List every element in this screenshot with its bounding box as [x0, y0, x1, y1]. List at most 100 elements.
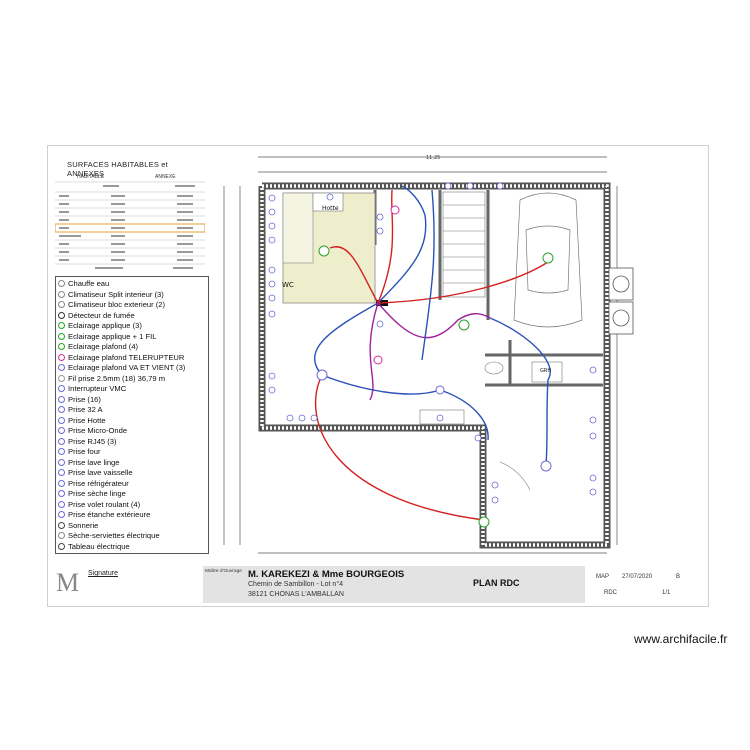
- outlet-32a-icon: [58, 406, 65, 413]
- legend-item: Eclairage applique (3): [58, 321, 206, 331]
- address-line-2: 38121 CHONAS L'AMBALLAN: [248, 591, 344, 598]
- legend-item-label: Prise 32 A: [68, 405, 103, 414]
- legend-item: Interrupteur VMC: [58, 384, 206, 394]
- legend-item: Tableau électrique: [58, 542, 206, 552]
- legend-item-label: Prise (16): [68, 394, 101, 404]
- level: RDC: [604, 590, 617, 596]
- outlets: [268, 182, 597, 504]
- smoke-detector-icon: [58, 311, 65, 319]
- car-outline: [513, 192, 583, 328]
- legend-item-label: Climatiseur Split interieur (3): [68, 289, 164, 299]
- electrical-panel-icon: [58, 542, 65, 550]
- ceiling-light-two-way-icon: [58, 364, 65, 371]
- wall-light-1-wire-icon: [58, 332, 65, 340]
- legend-item: Prise lave linge: [58, 458, 206, 468]
- legend-item-label: Prise étanche extérieure: [68, 510, 151, 519]
- legend-item: Prise réfrigérateur: [58, 479, 206, 489]
- legend-item: Détecteur de fumée: [58, 311, 206, 321]
- legend-item: Climatiseur Split interieur (3): [58, 290, 206, 300]
- legend-item-label: Prise sèche linge: [68, 489, 126, 498]
- room-label-wc: WC: [282, 281, 294, 289]
- staircase: [442, 191, 486, 298]
- legend-item: Prise sèche linge: [58, 489, 206, 499]
- outlet-washer-icon: [58, 458, 65, 466]
- outlet-rj45-icon: [58, 437, 65, 445]
- dimension-lines: [223, 156, 618, 554]
- legend-item: Climatiseur bloc exterieur (2): [58, 300, 206, 310]
- bell-icon: [58, 521, 65, 529]
- legend-item: Eclairage plafond TELERUPTEUR: [58, 353, 206, 363]
- legend-item-label: Prise four: [68, 447, 101, 456]
- surfaces-col-habitable: HABITABLE: [77, 174, 105, 180]
- outlet-shutter-icon: [58, 500, 65, 508]
- surfaces-col-annexe: ANNEXE: [155, 174, 176, 180]
- legend-item-label: Prise réfrigérateur: [68, 478, 129, 488]
- outlet-outdoor-icon: [58, 511, 65, 518]
- legend-item-label: Eclairage plafond VA ET VIENT (3): [68, 363, 186, 372]
- ceiling-light-icon: [58, 343, 65, 350]
- legend-item: Prise lave vaisselle: [58, 468, 206, 478]
- legend-item: Fil prise 2.5mm (18) 36,79 m: [58, 374, 206, 384]
- date: 27/07/2020: [622, 574, 653, 580]
- interior-walls: [373, 190, 603, 387]
- legend-item-label: Interrupteur VMC: [68, 384, 127, 393]
- outlet-microwave-icon: [58, 427, 65, 434]
- legend-item: Sèche-serviettes électrique: [58, 531, 206, 541]
- room-label-hotte: Hotte: [322, 205, 339, 212]
- legend-item: Prise (16): [58, 395, 206, 405]
- towel-dryer-icon: [58, 532, 65, 539]
- outlet-fridge-icon: [58, 479, 65, 487]
- legend-item-label: Chauffe eau: [68, 279, 110, 288]
- owner-name: M. KAREKEZI & Mme BOURGEOIS: [248, 569, 405, 580]
- relay-lights: [373, 205, 400, 365]
- legend-item-label: Fil prise 2.5mm (18) 36,79 m: [68, 373, 166, 383]
- page-number: 1/1: [662, 590, 671, 596]
- dimension-top: 11,25: [426, 155, 440, 161]
- legend-item-label: Eclairage applique (3): [68, 321, 142, 330]
- legend-item-label: Eclairage plafond TELERUPTEUR: [68, 352, 185, 362]
- wall-light-icon: [58, 322, 65, 329]
- outlet-icon: [58, 395, 65, 403]
- legend-item-label: Sèche-serviettes électrique: [68, 531, 160, 540]
- legend-item-label: Prise RJ45 (3): [68, 436, 117, 446]
- plan-title: PLAN RDC: [473, 578, 520, 588]
- revision: B: [676, 574, 681, 580]
- watermark[interactable]: www.archifacile.fr: [634, 632, 728, 646]
- outlet-oven-icon: [58, 448, 65, 455]
- title-block-meta: MAP 27/07/2020 B RDC 1/1: [588, 566, 706, 603]
- outlet-dryer-icon: [58, 490, 65, 497]
- legend-item: Eclairage plafond (4): [58, 342, 206, 352]
- surfaces-rows-grid: [55, 181, 205, 269]
- legend-item-label: Prise volet roulant (4): [68, 499, 141, 509]
- bathroom-fixtures: [419, 361, 563, 491]
- split-ac-indoor-icon: [58, 290, 65, 298]
- legend-item: Prise RJ45 (3): [58, 437, 206, 447]
- legend-item-label: Eclairage plafond (4): [68, 342, 139, 351]
- legend-item-label: Prise lave linge: [68, 457, 120, 467]
- legend-item-label: Prise Micro-Onde: [68, 426, 128, 435]
- legend-item: Eclairage applique + 1 FIL: [58, 332, 206, 342]
- ac-outdoor-units: [608, 267, 634, 335]
- wire-icon: [58, 374, 65, 382]
- legend-item-label: Climatiseur bloc exterieur (2): [68, 300, 166, 309]
- legend-item-label: Sonnerie: [68, 520, 99, 530]
- legend-item-label: Prise lave vaisselle: [68, 468, 133, 477]
- legend-item: Chauffe eau: [58, 279, 206, 289]
- legend-item-label: Eclairage applique + 1 FIL: [68, 331, 157, 341]
- ceiling-light-relay-icon: [58, 353, 65, 361]
- signature-label: Signature: [88, 570, 118, 577]
- wiring: [314, 185, 551, 521]
- ceiling-lights: [318, 245, 554, 528]
- legend-item: Prise Micro-Onde: [58, 426, 206, 436]
- author: MAP: [596, 574, 610, 580]
- legend-item: Prise 32 A: [58, 405, 206, 415]
- legend-item-label: Détecteur de fumée: [68, 310, 135, 320]
- title-block-signature: M Signature: [50, 566, 200, 603]
- legend-item: Prise Hotte: [58, 416, 206, 426]
- legend-item: Eclairage plafond VA ET VIENT (3): [58, 363, 206, 373]
- address-line-1: Chemin de Sambillon - Lot n°4: [248, 581, 344, 588]
- vmc-switch-icon: [58, 385, 65, 392]
- logo-m-icon: M: [56, 568, 80, 597]
